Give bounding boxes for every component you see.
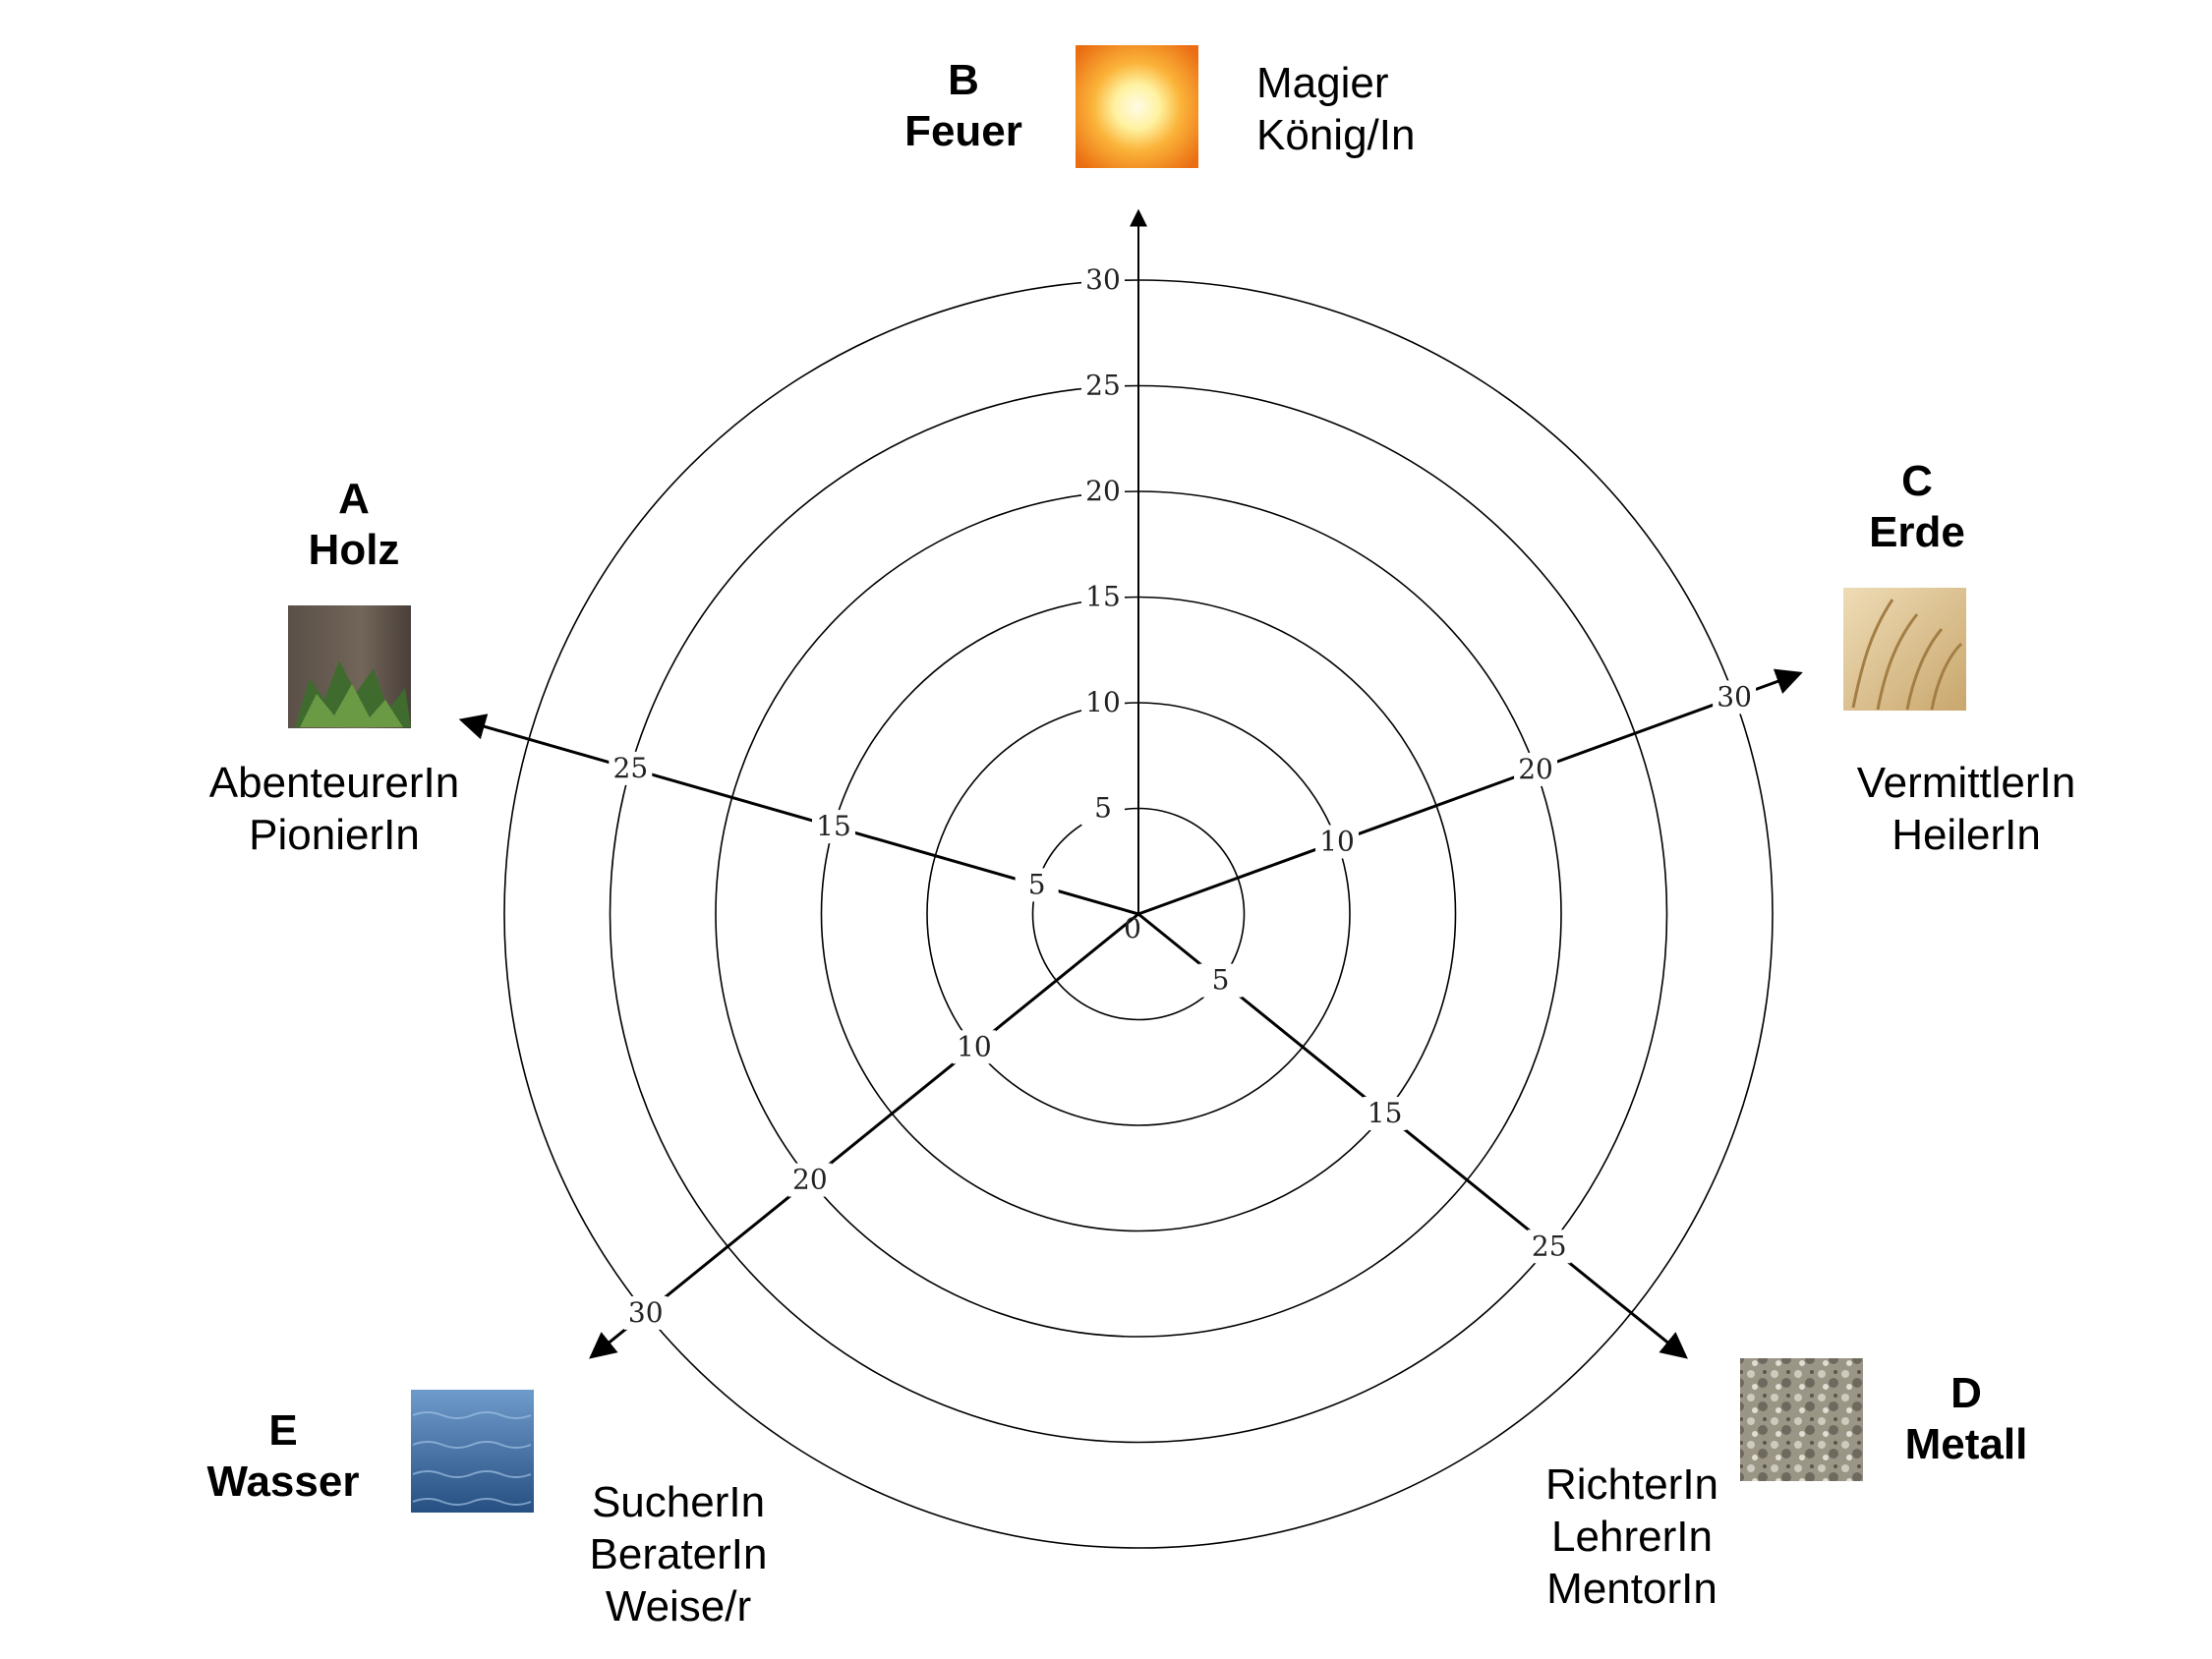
tick-label-background xyxy=(1514,752,1558,786)
tick-label: 5 xyxy=(1212,964,1230,997)
tick-label-background xyxy=(1081,475,1125,508)
tick-label: 20 xyxy=(1518,753,1553,785)
axis-e-role: BeraterIn xyxy=(589,1530,768,1578)
tick-label-background xyxy=(1713,680,1757,715)
tick-label-background xyxy=(952,1030,996,1064)
tick-label: 25 xyxy=(1085,370,1121,402)
axis-d-roles: RichterIn LehrerIn MentorIn xyxy=(1514,1459,1750,1615)
tick-label: 30 xyxy=(1717,680,1752,713)
tree-bark-image xyxy=(288,605,411,728)
axis-d-role: RichterIn xyxy=(1544,1460,1719,1509)
center-label: 0 xyxy=(1124,912,1141,944)
stone-metal-image xyxy=(1740,1358,1863,1481)
sun-fire-image xyxy=(1076,45,1198,168)
axis-e-letter: E xyxy=(268,1406,298,1455)
axis-c-arrow xyxy=(1137,668,1803,916)
tick-label-background xyxy=(1081,369,1125,403)
tick-label-background xyxy=(609,751,653,785)
axis-b-letter: B xyxy=(948,56,979,104)
axis-e-role: SucherIn xyxy=(591,1478,766,1526)
axis-a-roles: AbenteurerIn PionierIn xyxy=(187,757,482,861)
tick-label: 10 xyxy=(957,1030,992,1062)
axis-a-heading: A Holz xyxy=(275,474,433,576)
axis-b-role: Magier xyxy=(1256,59,1389,107)
axis-a-role: PionierIn xyxy=(249,811,420,859)
tick-label-background xyxy=(1315,825,1360,859)
tick-labels: 5 15 25 5 10 15 20 25 30 10 20 30 5 15 25 10 20 30 xyxy=(609,263,1757,1330)
axis-c-element: Erde xyxy=(1869,508,1965,556)
tick-label: 15 xyxy=(1085,581,1121,613)
tick-label-background xyxy=(1081,686,1125,719)
water-surface-image xyxy=(411,1390,534,1513)
tick-label: 10 xyxy=(1085,686,1121,718)
axis-b-heading: B Feuer xyxy=(885,55,1042,157)
axis-c-roles: VermittlerIn HeilerIn xyxy=(1829,757,2104,861)
axis-d-role: MentorIn xyxy=(1546,1565,1717,1613)
axis-c-role: VermittlerIn xyxy=(1856,759,2076,807)
axis-e-arrow xyxy=(589,912,1139,1359)
tick-label-background xyxy=(1081,791,1125,826)
tick-label: 30 xyxy=(1085,263,1121,296)
axis-a-role: AbenteurerIn xyxy=(208,759,460,807)
tick-label-background xyxy=(623,1295,668,1330)
axis-e-roles: SucherIn BeraterIn Weise/r xyxy=(570,1476,786,1632)
tick-label-background xyxy=(811,810,855,844)
axis-a-letter: A xyxy=(338,475,370,523)
axis-e-element: Wasser xyxy=(206,1458,360,1506)
tick-label-background xyxy=(1081,263,1125,297)
tick-label: 15 xyxy=(816,810,851,842)
element-axes xyxy=(458,208,1803,1359)
axis-c-role: HeilerIn xyxy=(1892,811,2041,859)
tick-label: 20 xyxy=(1085,475,1121,507)
axis-e-role: Weise/r xyxy=(605,1582,752,1630)
axis-b-roles: Magier König/In xyxy=(1256,57,1415,161)
axis-b-element: Feuer xyxy=(904,107,1022,155)
axis-d-letter: D xyxy=(1950,1369,1982,1417)
axis-b-role: König/In xyxy=(1256,111,1416,159)
tick-label-background xyxy=(787,1163,832,1197)
tick-label: 5 xyxy=(1028,868,1046,900)
axis-c-heading: C Erde xyxy=(1838,456,1996,558)
tick-label-background xyxy=(1081,580,1125,614)
axis-c-letter: C xyxy=(1901,457,1933,505)
tick-label-background xyxy=(1198,963,1243,998)
tick-label-background xyxy=(1015,868,1059,902)
axis-d-element: Metall xyxy=(1904,1420,2028,1468)
axis-a-element: Holz xyxy=(308,526,400,574)
tick-label: 20 xyxy=(792,1164,828,1196)
tick-label: 25 xyxy=(1532,1230,1567,1262)
tick-label-background xyxy=(1363,1096,1407,1130)
tick-label: 10 xyxy=(1319,825,1355,857)
tick-label: 15 xyxy=(1368,1097,1403,1129)
tick-label: 30 xyxy=(628,1296,664,1329)
tick-label-background xyxy=(1527,1230,1571,1264)
tick-label: 5 xyxy=(1094,792,1112,825)
axis-d-heading: D Metall xyxy=(1888,1368,2045,1470)
axis-d-role: LehrerIn xyxy=(1551,1513,1713,1561)
axis-e-heading: E Wasser xyxy=(204,1405,362,1508)
tick-label: 25 xyxy=(613,752,649,784)
wheat-field-image xyxy=(1843,588,1966,711)
